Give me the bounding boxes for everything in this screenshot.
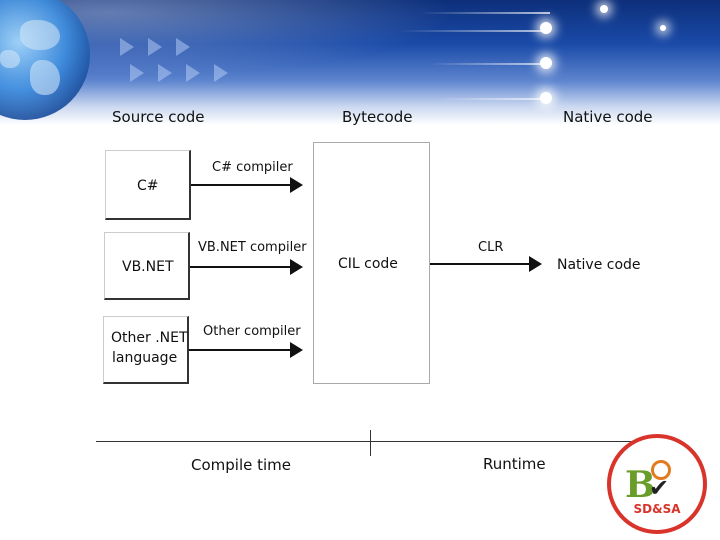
triangle-icon — [214, 64, 228, 82]
compiler-label-vbnet: VB.NET compiler — [198, 240, 307, 255]
triangle-icon — [130, 64, 144, 82]
triangle-icon — [120, 38, 134, 56]
bytecode-box — [313, 142, 430, 384]
triangle-icon — [158, 64, 172, 82]
light-dot-icon — [540, 92, 552, 104]
compiler-label-other: Other compiler — [203, 324, 301, 339]
header-bytecode: Bytecode — [342, 108, 413, 126]
runtime-label: Runtime — [483, 455, 546, 473]
light-dot-icon — [540, 57, 552, 69]
source-label-csharp: C# — [137, 178, 159, 194]
compile-time-label: Compile time — [191, 456, 292, 474]
light-dot-icon — [540, 22, 552, 34]
source-label-other-line1: Other .NET — [111, 330, 188, 346]
source-box-other — [103, 316, 189, 384]
timeline-divider — [370, 430, 371, 456]
native-code-label: Native code — [557, 257, 641, 273]
clr-label: CLR — [478, 240, 504, 255]
clr-arrow — [430, 256, 542, 272]
globe-icon — [0, 0, 90, 120]
source-box-csharp — [105, 150, 191, 220]
compiler-arrow-other — [189, 342, 303, 358]
source-label-vbnet: VB.NET — [122, 259, 174, 275]
compiler-label-csharp: C# compiler — [212, 160, 293, 175]
header-source-code: Source code — [112, 108, 205, 126]
triangle-icon — [148, 38, 162, 56]
source-box-vbnet — [104, 232, 190, 300]
boc-logo-icon: B ✔ SD&SA — [607, 434, 707, 534]
compiler-arrow-csharp — [191, 177, 303, 193]
header-banner — [0, 0, 720, 125]
source-label-other-line2: language — [112, 350, 178, 366]
timeline-axis — [96, 441, 654, 442]
bytecode-label: CIL code — [338, 256, 398, 272]
header-native-code: Native code — [563, 108, 653, 126]
triangle-icon — [186, 64, 200, 82]
triangle-icon — [176, 38, 190, 56]
compiler-arrow-vbnet — [190, 259, 303, 275]
light-dot-icon — [600, 5, 608, 13]
light-dot-icon — [660, 25, 666, 31]
logo-text: SD&SA — [633, 502, 681, 516]
